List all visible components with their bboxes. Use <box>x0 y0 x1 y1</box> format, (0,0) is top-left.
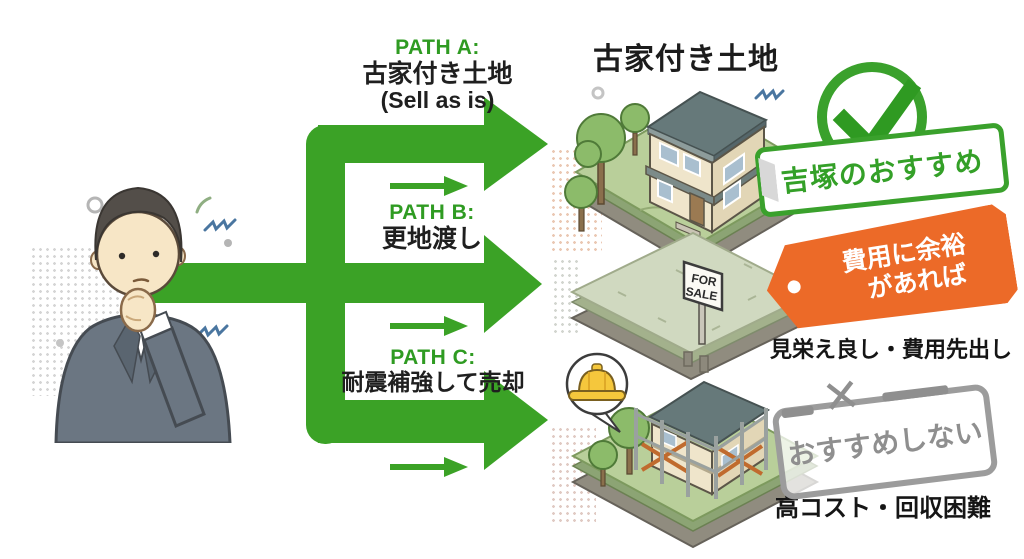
thinking-person-illustration <box>54 186 232 443</box>
path-c-tag: PATH C: <box>390 346 476 369</box>
path-c-label: PATH C: 耐震補強して売却 <box>338 346 528 395</box>
path-a-label: PATH A: 古家付き土地 (Sell as is) <box>340 36 535 113</box>
for-sale-line2: SALE <box>685 284 719 303</box>
path-b-tag: PATH B: <box>389 201 475 224</box>
path-c-arrow <box>318 371 548 470</box>
hard-hat-icon <box>565 352 629 433</box>
path-a-line2: (Sell as is) <box>380 86 495 113</box>
path-b-line1: 更地渡し <box>381 224 482 253</box>
plot-construction-illustration <box>565 352 820 549</box>
recommend-badge-text: 吉塚のおすすめ <box>779 145 985 198</box>
path-a-arrow <box>318 97 548 191</box>
for-sale-sign: FOR SALE <box>682 260 724 345</box>
plot-vacant-illustration: FOR SALE <box>569 231 815 381</box>
page-title: 古家付き土地 <box>593 43 779 76</box>
old-house <box>645 90 769 239</box>
small-arrow <box>390 316 468 336</box>
small-arrow <box>390 176 468 196</box>
construction-house <box>634 380 771 499</box>
small-arrow <box>390 457 468 477</box>
path-b-label: PATH B: 更地渡し <box>352 201 512 253</box>
path-b-arrow <box>318 235 542 333</box>
path-b-note: 見栄え良し・費用先出し <box>769 337 1012 362</box>
path-a-tag: PATH A: <box>395 36 480 59</box>
path-c-note: 高コスト・回収困難 <box>775 495 991 522</box>
for-sale-line1: FOR <box>690 271 718 289</box>
path-a-line1: 古家付き土地 <box>362 59 513 88</box>
dash-decoration <box>781 405 815 419</box>
path-c-line1: 耐震補強して売却 <box>341 368 525 395</box>
not-recommend-text: おすすめしない <box>786 416 985 471</box>
badge-fold-corner <box>758 156 779 203</box>
x-icon: ✕ <box>819 367 864 425</box>
squiggle-decorations <box>56 86 785 347</box>
